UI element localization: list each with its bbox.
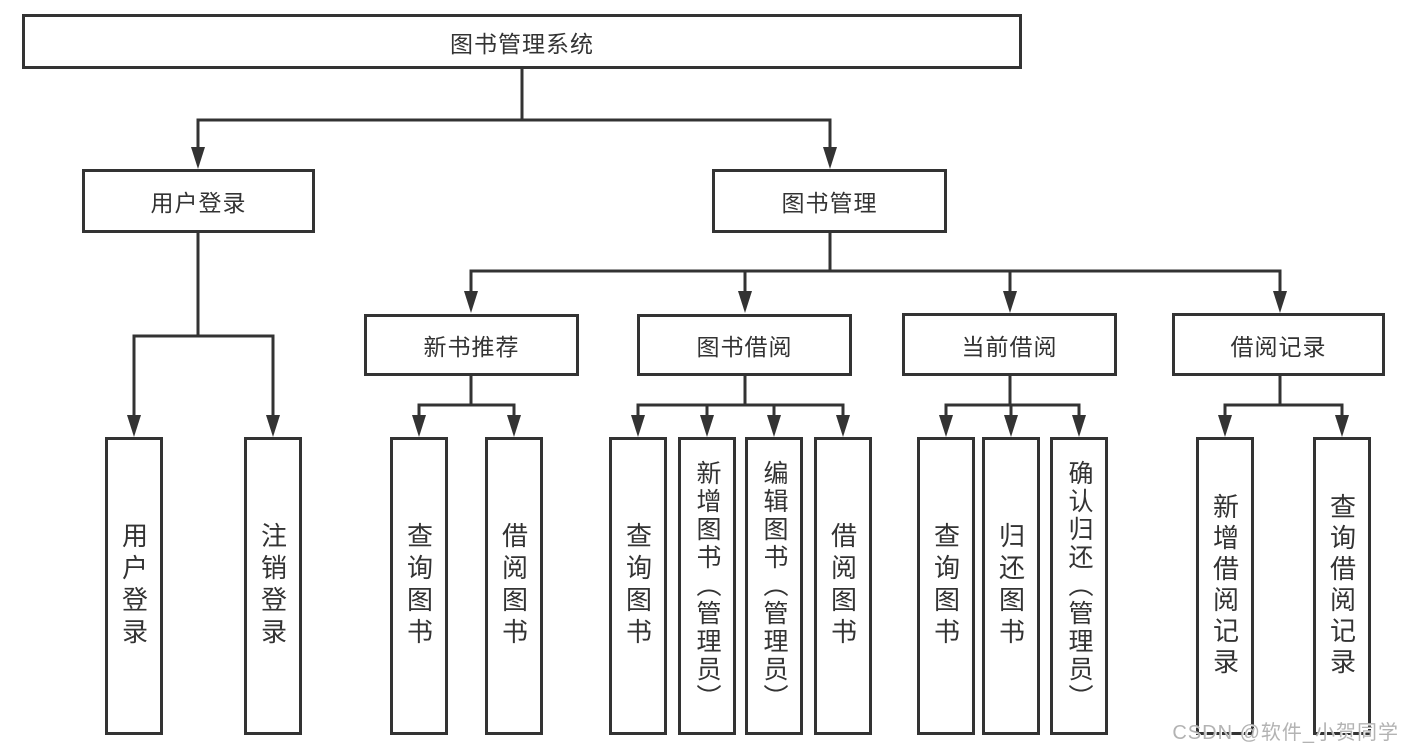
node-new-book-recommend: 新书推荐 [364, 314, 579, 376]
leaf-current-query-books: 查询图书 [917, 437, 975, 735]
leaf-borrow-edit-books-admin: 编辑图书（管理员） [745, 437, 803, 735]
leaf-borrow-query-books: 查询图书 [609, 437, 667, 735]
leaf-records-query-record: 查询借阅记录 [1313, 437, 1371, 735]
leaf-borrow-borrow-books: 借阅图书 [814, 437, 872, 735]
node-borrow-records: 借阅记录 [1172, 313, 1385, 376]
leaf-newbooks-query-books: 查询图书 [390, 437, 448, 735]
leaf-current-confirm-return-admin: 确认归还（管理员） [1050, 437, 1108, 735]
csdn-watermark: CSDN @软件_小贺同学 [1172, 722, 1399, 744]
node-user-login: 用户登录 [82, 169, 315, 233]
leaf-records-add-record: 新增借阅记录 [1196, 437, 1254, 735]
leaf-user-login: 用户登录 [105, 437, 163, 735]
node-root: 图书管理系统 [22, 14, 1022, 69]
leaf-borrow-add-books-admin: 新增图书（管理员） [678, 437, 736, 735]
node-book-borrow: 图书借阅 [637, 314, 852, 376]
leaf-logout: 注销登录 [244, 437, 302, 735]
node-current-borrow: 当前借阅 [902, 313, 1117, 376]
leaf-newbooks-borrow-books: 借阅图书 [485, 437, 543, 735]
leaf-current-return-books: 归还图书 [982, 437, 1040, 735]
node-book-management: 图书管理 [712, 169, 947, 233]
